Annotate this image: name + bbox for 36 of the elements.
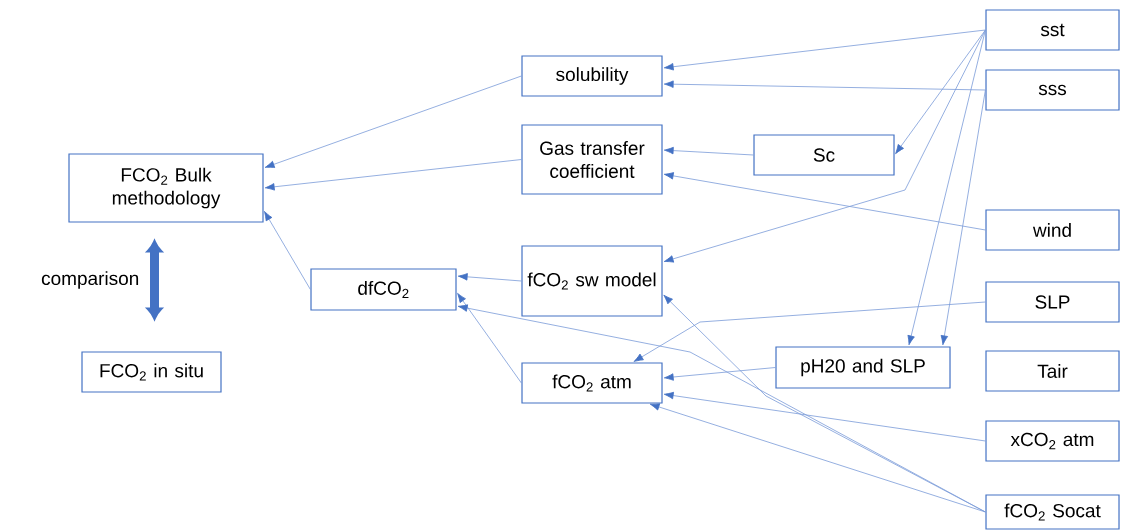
arrow bbox=[663, 172, 986, 231]
arrow bbox=[663, 29, 986, 263]
arrow bbox=[895, 29, 986, 155]
arrow bbox=[457, 273, 522, 282]
arrow bbox=[663, 391, 986, 442]
process-box: fCO$_{2}$ sw model bbox=[521, 245, 663, 317]
process-box: Tair bbox=[985, 350, 1120, 392]
arrow bbox=[663, 146, 754, 156]
arrow bbox=[264, 75, 522, 168]
process-box: fCO$_{2}$ Socat bbox=[985, 494, 1120, 530]
process-box: dfCO$_{2}$ bbox=[310, 268, 457, 311]
arrow bbox=[457, 293, 522, 384]
process-box: xCO$_{2}$ atm bbox=[985, 420, 1120, 462]
process-box: Sc bbox=[753, 134, 895, 176]
arrow bbox=[663, 29, 986, 71]
edge-label: comparison bbox=[40, 270, 141, 290]
process-box: pH20 and SLP bbox=[775, 346, 951, 389]
arrow bbox=[940, 89, 986, 346]
process-box: FCO$_{2}$ in situ bbox=[81, 351, 222, 393]
process-box: fCO$_{2}$ atm bbox=[521, 362, 663, 404]
arrow bbox=[663, 294, 986, 513]
process-box: FCO$_{2}$ Bulk methodology bbox=[68, 153, 264, 223]
arrow bbox=[663, 80, 986, 91]
arrow bbox=[649, 403, 986, 513]
arrow bbox=[633, 301, 986, 362]
process-box: SLP bbox=[985, 281, 1120, 323]
arrow bbox=[663, 367, 776, 381]
process-box: sss bbox=[985, 69, 1120, 111]
process-box: solubility bbox=[521, 55, 663, 97]
process-box: sst bbox=[985, 9, 1120, 51]
arrow bbox=[264, 211, 311, 290]
arrow bbox=[907, 29, 986, 346]
arrow bbox=[146, 240, 163, 320]
process-box: wind bbox=[985, 209, 1120, 251]
arrow bbox=[264, 159, 522, 191]
process-box: Gas transfer coefficient bbox=[521, 124, 663, 195]
